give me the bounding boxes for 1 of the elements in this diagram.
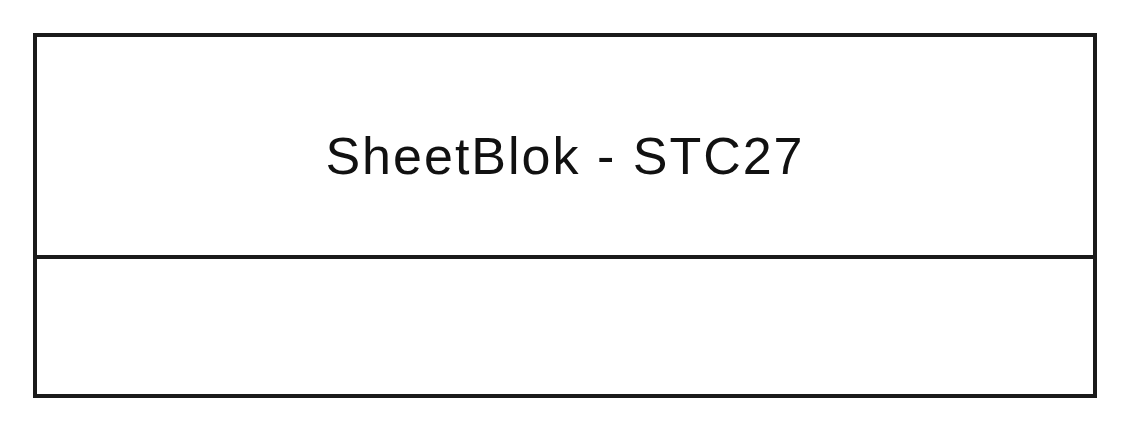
title-text: SheetBlok - STC27 bbox=[325, 126, 805, 187]
